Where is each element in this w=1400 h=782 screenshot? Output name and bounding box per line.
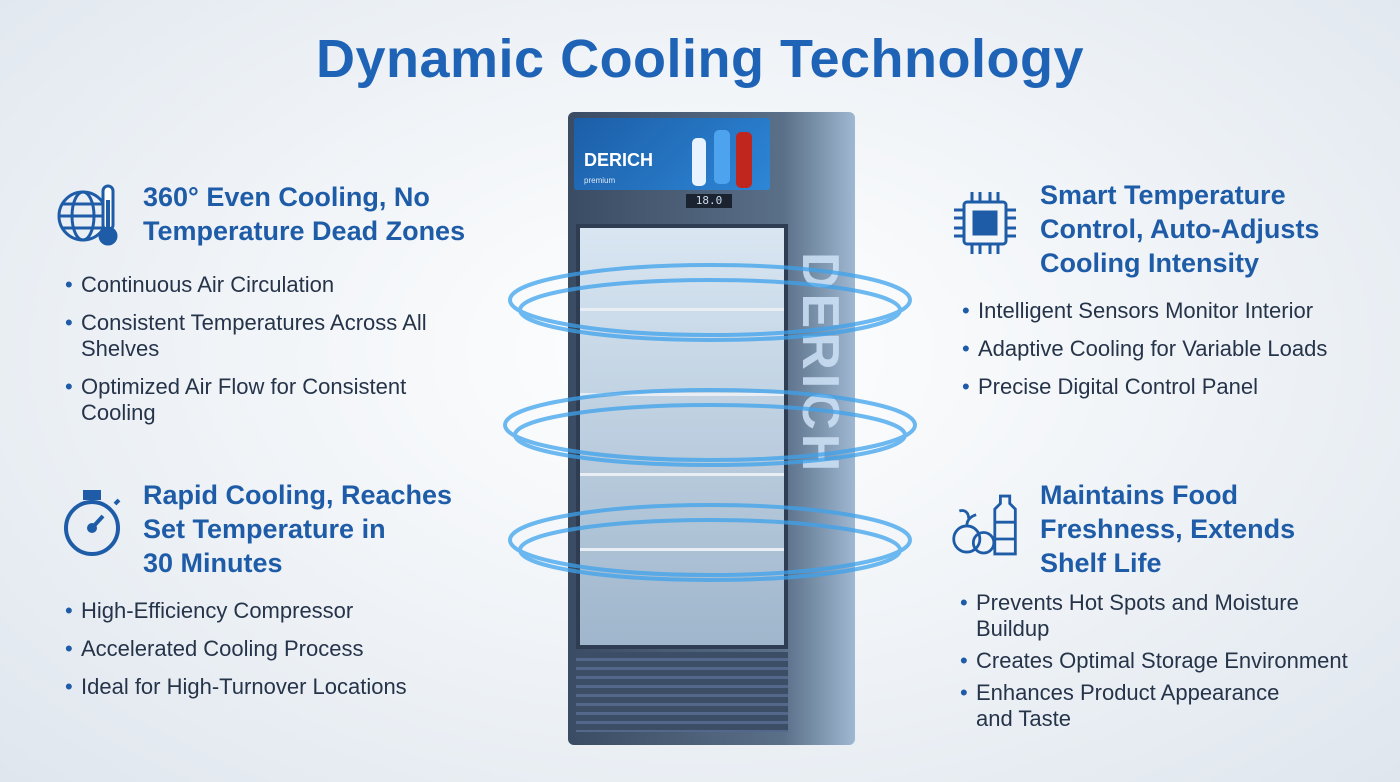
section-title: 30 Minutes (143, 548, 283, 578)
bottle-graphic (714, 130, 730, 184)
fruit-bottle-icon (952, 494, 1017, 556)
section-title: Rapid Cooling, Reaches (143, 480, 453, 510)
bottle-graphic (692, 138, 706, 186)
section-title: 360° Even Cooling, No (143, 182, 430, 212)
section-title: Control, Auto-Adjusts (1040, 214, 1320, 244)
section-title: Cooling Intensity (1040, 248, 1259, 278)
bullet: Ideal for High-Turnover Locations (65, 674, 461, 700)
stopwatch-icon (64, 490, 121, 556)
bullet: High-Efficiency Compressor (65, 598, 461, 624)
chip-icon (954, 192, 1016, 254)
bottle-graphic (736, 132, 752, 188)
section-title: Smart Temperature (1040, 180, 1286, 210)
bullet: Adaptive Cooling for Variable Loads (962, 336, 1398, 362)
section-title: Temperature Dead Zones (143, 216, 466, 246)
section-title: Maintains Food (1040, 480, 1238, 510)
fridge-header-panel: DERICH premium (574, 118, 770, 190)
section-title: Freshness, Extends (1040, 514, 1296, 544)
bullet: Creates Optimal Storage Environment (960, 648, 1396, 674)
airflow-rings (503, 263, 917, 582)
bullet: Consistent Temperatures Across All Shelv… (65, 310, 431, 362)
brand-subtitle: premium (584, 176, 616, 185)
section-title: Shelf Life (1040, 548, 1162, 578)
brand-logo: DERICH (584, 150, 654, 170)
temperature-display: 18.0 (686, 194, 732, 208)
bullet: Intelligent Sensors Monitor Interior (962, 298, 1398, 324)
section-title: Set Temperature in (143, 514, 386, 544)
globe-thermometer-icon (57, 184, 118, 246)
bullet: Continuous Air Circulation (65, 272, 461, 298)
bullet: Optimized Air Flow for Consistent Coolin… (65, 374, 451, 426)
bottom-grille (576, 652, 788, 732)
page-title: Dynamic Cooling Technology (315, 29, 1085, 89)
bullet: Enhances Product Appearance and Taste (960, 680, 1316, 732)
bullet: Prevents Hot Spots and Moisture Buildup (960, 590, 1346, 642)
bullet: Precise Digital Control Panel (962, 374, 1398, 400)
bullet: Accelerated Cooling Process (65, 636, 461, 662)
